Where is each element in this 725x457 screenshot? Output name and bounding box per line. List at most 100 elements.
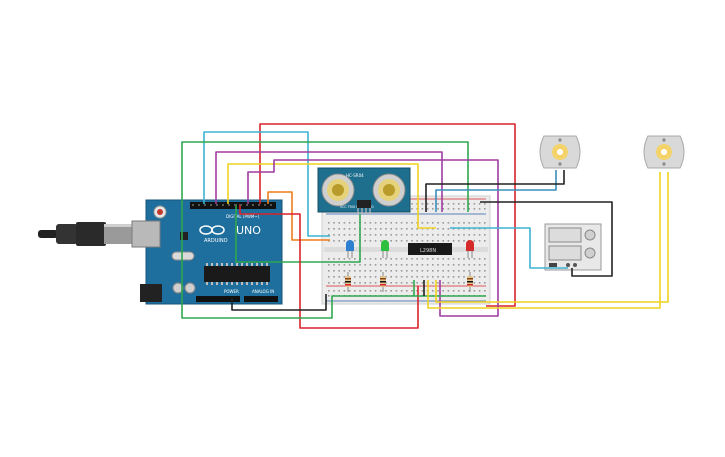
atmega-chip <box>204 266 270 282</box>
breadboard-hole <box>400 240 403 242</box>
breadboard-hole <box>426 208 429 210</box>
breadboard-hole <box>478 240 481 242</box>
breadboard-hole <box>406 270 408 272</box>
breadboard-hole <box>484 222 486 224</box>
breadboard-hole <box>452 264 455 266</box>
breadboard-hole <box>447 258 450 260</box>
ultrasonic-sensor[interactable]: HC-SR04 VCC TRIG ECHO GND <box>317 167 411 214</box>
wire-yellow <box>435 172 669 303</box>
header-pin <box>192 204 194 206</box>
breadboard-hole <box>369 270 372 272</box>
breadboard-hole <box>395 276 398 278</box>
breadboard-hole <box>437 258 439 260</box>
breadboard-hole <box>359 264 361 266</box>
led-blue[interactable] <box>346 240 354 258</box>
breadboard-hole <box>458 282 460 284</box>
breadboard-hole <box>406 264 408 266</box>
crystal <box>171 251 195 261</box>
breadboard-hole <box>338 276 340 278</box>
breadboard-hole <box>333 222 335 224</box>
breadboard-hole <box>468 203 470 205</box>
breadboard-hole <box>406 228 408 230</box>
breadboard-hole <box>328 228 330 230</box>
breadboard-hole <box>385 270 387 272</box>
breadboard-hole <box>333 240 335 242</box>
breadboard-hole <box>463 282 465 284</box>
dc-motor-right[interactable] <box>643 135 685 169</box>
breadboard-hole <box>452 208 455 210</box>
breadboard-hole <box>333 276 335 278</box>
wire-purple <box>247 159 499 317</box>
breadboard-hole <box>385 290 387 292</box>
breadboard-hole <box>390 264 392 266</box>
header-pin <box>204 204 206 206</box>
breadboard-hole <box>432 282 434 284</box>
breadboard-hole <box>328 282 330 284</box>
breadboard-hole <box>447 203 450 205</box>
breadboard-hole <box>463 240 465 242</box>
breadboard-hole <box>385 228 387 230</box>
breadboard-hole <box>447 208 450 210</box>
breadboard-hole <box>364 282 366 284</box>
breadboard-hole <box>348 270 351 272</box>
led-green[interactable] <box>381 240 389 258</box>
breadboard-hole <box>328 240 330 242</box>
breadboard-hole <box>463 290 465 292</box>
breadboard-hole <box>354 234 356 236</box>
breadboard-hole <box>463 258 465 260</box>
breadboard-hole <box>447 240 450 242</box>
breadboard-hole <box>437 208 439 210</box>
relay-module[interactable] <box>544 223 602 271</box>
dc-motor-left[interactable] <box>539 135 581 169</box>
header-pin <box>258 204 260 206</box>
breadboard-hole <box>432 228 434 230</box>
breadboard-hole <box>406 290 408 292</box>
breadboard-hole <box>338 258 340 260</box>
wire-yellow <box>227 163 436 229</box>
breadboard-hole <box>478 203 481 205</box>
breadboard-hole <box>484 234 486 236</box>
breadboard-hole <box>442 258 444 260</box>
breadboard-hole <box>354 270 356 272</box>
power-header <box>196 296 240 302</box>
breadboard-hole <box>416 282 418 284</box>
breadboard-hole <box>400 290 403 292</box>
breadboard-hole <box>458 270 460 272</box>
breadboard-hole <box>354 276 356 278</box>
header-pin <box>216 204 218 206</box>
breadboard-hole <box>343 290 346 292</box>
breadboard-hole <box>452 234 455 236</box>
motor-driver-chip[interactable]: L298N <box>408 243 452 255</box>
arduino-uno-board[interactable]: UNO ARDUINO DIGITAL (PWM~) POWER ANALOG … <box>131 199 283 305</box>
breadboard-hole <box>411 290 413 292</box>
breadboard-hole <box>452 270 455 272</box>
breadboard-hole <box>478 270 481 272</box>
breadboard-hole <box>416 228 418 230</box>
led-red[interactable] <box>466 240 474 258</box>
breadboard-hole <box>473 222 476 224</box>
breadboard-hole <box>468 290 470 292</box>
breadboard-hole <box>421 203 424 205</box>
breadboard-hole <box>463 264 465 266</box>
breadboard-hole <box>458 264 460 266</box>
breadboard-hole <box>426 264 429 266</box>
breadboard-hole <box>380 240 382 242</box>
breadboard-hole <box>374 264 377 266</box>
sensor-transducer-left <box>321 173 355 207</box>
breadboard-hole <box>432 290 434 292</box>
breadboard-hole <box>478 222 481 224</box>
breadboard-hole <box>437 234 439 236</box>
breadboard-hole <box>426 276 429 278</box>
breadboard-hole <box>473 208 476 210</box>
breadboard-hole <box>484 240 486 242</box>
reset-button[interactable] <box>157 209 163 215</box>
breadboard-hole <box>432 258 434 260</box>
wire-yellow <box>427 172 661 309</box>
breadboard-hole <box>437 270 439 272</box>
breadboard-hole <box>473 270 476 272</box>
breadboard-hole <box>463 203 465 205</box>
board-brand-label: ARDUINO <box>204 238 228 244</box>
breadboard-hole <box>400 234 403 236</box>
breadboard-hole <box>400 258 403 260</box>
